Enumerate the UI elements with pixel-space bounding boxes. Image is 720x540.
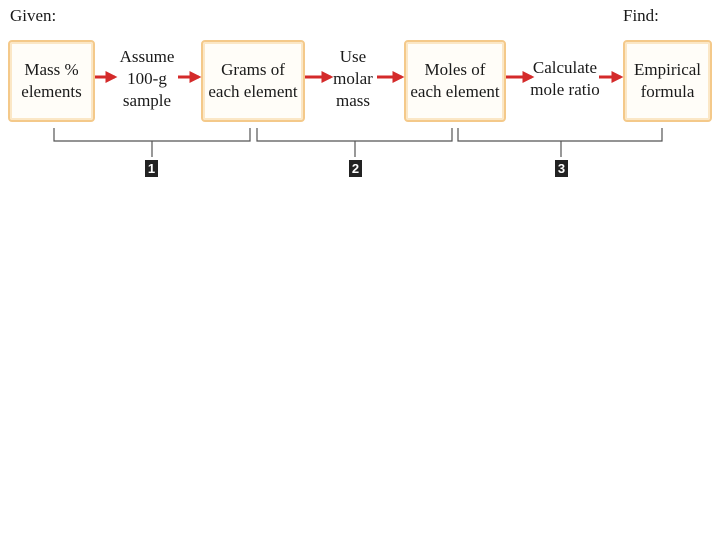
bracket-2 [256, 128, 453, 157]
bracket-3 [457, 128, 663, 157]
box-moles: Moles of each element [404, 40, 506, 122]
step-assume-sample: Assume 100-g sample [119, 47, 175, 110]
box-mass-percent: Mass % elements [8, 40, 95, 122]
stage-number-1: 1 [145, 160, 158, 177]
stage-number-2: 2 [349, 160, 362, 177]
step-mole-ratio: Calculate mole ratio [530, 58, 600, 99]
connectors [53, 71, 663, 157]
box-empirical-formula: Empirical formula [623, 40, 712, 122]
step-molar-mass: Use molar mass [333, 47, 373, 110]
box-grams: Grams of each element [201, 40, 305, 122]
bracket-1 [53, 128, 251, 157]
given-label: Given: [10, 6, 57, 25]
stage-number-3: 3 [555, 160, 568, 177]
find-label: Find: [623, 6, 659, 25]
